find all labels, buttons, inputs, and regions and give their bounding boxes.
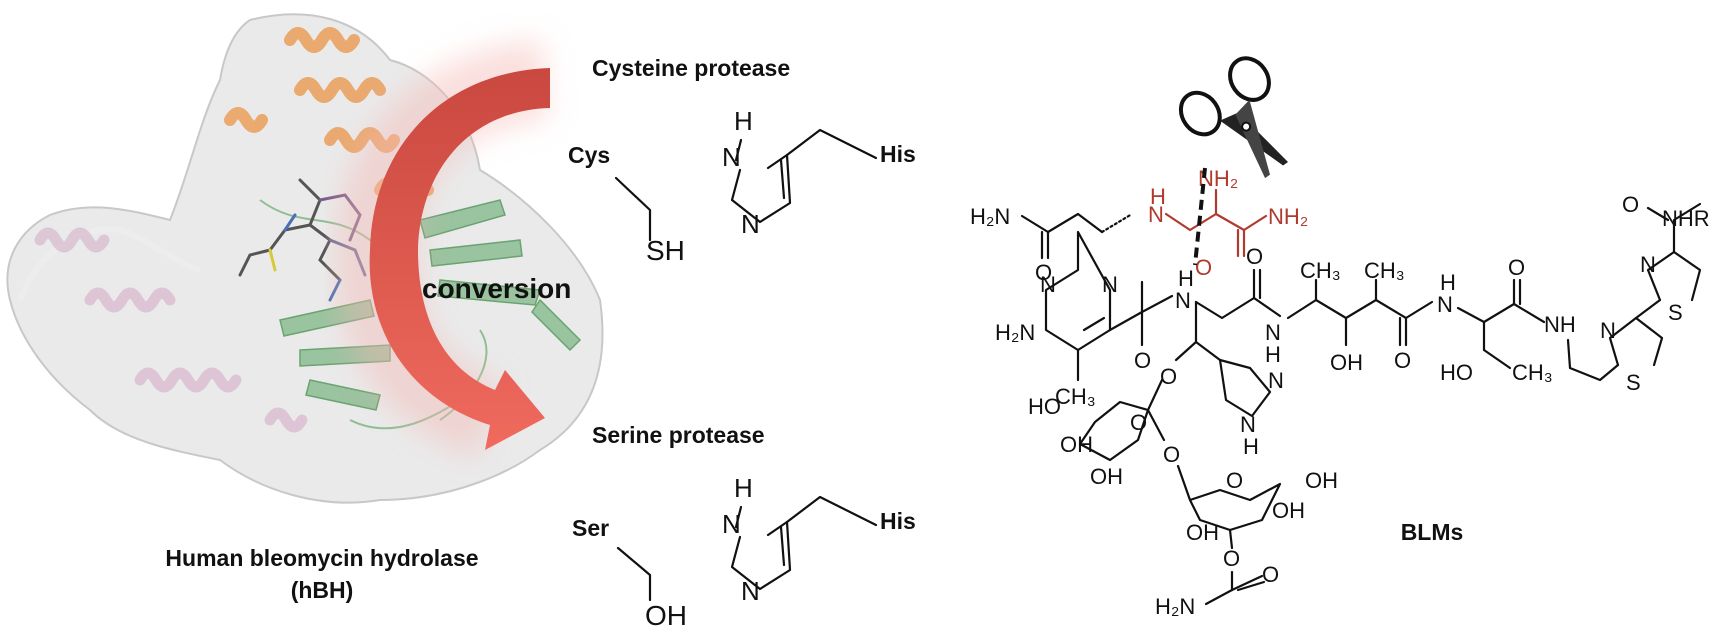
blm-o-sugar1: O [1130,410,1147,435]
blm-o-red: O [1195,255,1212,280]
blm-oh-sugar1b: OH [1090,464,1123,489]
blm-o-his: O [1160,364,1177,389]
blm-thz1-s: S [1668,300,1683,325]
cysteine-protease-group: Cysteine protease Cys SH H N N His [568,55,916,266]
ser-imid-nh: N [722,509,741,539]
blm-nh4: NH [1544,312,1576,337]
blm-ch3-b: CH₃ [1364,258,1405,283]
blm-nh2-h: H [1265,342,1281,367]
blm-nh-red: H [1150,184,1166,209]
blm-oh-sugar2b: OH [1272,498,1305,523]
cys-imid-nh: N [722,142,741,172]
blm-o-amide: O [1035,260,1052,285]
blm-nhr: NHR [1662,206,1710,231]
blm-oh-mid: OH [1330,350,1363,375]
blm-o-amide5: O [1508,255,1525,280]
blm-h2n-carb: H₂N [1155,594,1195,619]
blm-thz2-s: S [1626,370,1641,395]
blm-o-link: O [1163,442,1180,467]
blm-thz2-n: N [1600,318,1616,343]
serine-protease-title: Serine protease [592,422,765,448]
bleomycin-structure: H₂N O H N NH₂ O NH₂ N N H₂N CH₃ O H N [970,56,1710,619]
blm-nh2-n: N [1265,320,1281,345]
blm-n-red: N [1148,202,1164,227]
serine-protease-group: Serine protease Ser OH H N N His [572,422,916,631]
ser-imid-h: H [734,473,753,503]
conversion-arrow [336,40,550,458]
blm-o-amide3: O [1246,244,1263,269]
blm-oh-sugar2c: OH [1186,520,1219,545]
cys-sh-group: SH [646,235,685,266]
ser-label: Ser [572,515,609,541]
blm-o-amide4: O [1394,348,1411,373]
blm-nh1-n: N [1175,288,1191,313]
blm-ho-thr: HO [1440,360,1473,385]
scissors-icon [1178,56,1289,179]
blm-nh2-red-right: NH₂ [1268,204,1308,229]
blm-im-h: H [1243,434,1259,459]
cys-imid-h: H [734,106,753,136]
blm-ch3-thr: CH₃ [1512,360,1553,385]
blm-o-amide2: O [1134,348,1151,373]
blm-thz1-n: N [1640,252,1656,277]
ser-oh-group: OH [645,600,687,631]
protein-caption-line1: Human bleomycin hydrolase [165,545,478,571]
cysteine-protease-title: Cysteine protease [592,55,790,81]
blm-o-carb2: O [1262,562,1279,587]
blm-o-term: O [1622,192,1639,217]
blm-name: BLMs [1401,519,1464,545]
blm-oh-sugar1a: OH [1060,432,1093,457]
cys-his-label: His [880,141,916,167]
helix-pink [34,227,308,433]
blm-o-sugar2: O [1226,468,1243,493]
blm-pyr-n2: N [1102,272,1118,297]
blm-ho-sugar1: HO [1028,394,1061,419]
blm-nh3-h: H [1440,270,1456,295]
protein-caption-line2: (hBH) [291,577,354,603]
blm-o-carb: O [1223,546,1240,571]
ser-imid-n: N [741,576,760,606]
blm-im-n1: N [1268,368,1284,393]
blm-oh-sugar2a: OH [1305,468,1338,493]
blm-im-n2: N [1240,412,1256,437]
cys-imid-n: N [741,209,760,239]
blm-pyr-n1: N [1040,272,1056,297]
blm-ch3-a: CH₃ [1300,258,1341,283]
ser-his-label: His [880,508,916,534]
blm-h2n-pyr: H₂N [995,320,1035,345]
blm-h2n-amide: H₂N [970,204,1010,229]
blm-nh3-n: N [1437,292,1453,317]
blm-nh1-h: H [1178,266,1194,291]
blm-ch3-pyr: CH₃ [1055,384,1096,409]
arrow-label: conversion [422,273,571,304]
cys-label: Cys [568,142,610,168]
